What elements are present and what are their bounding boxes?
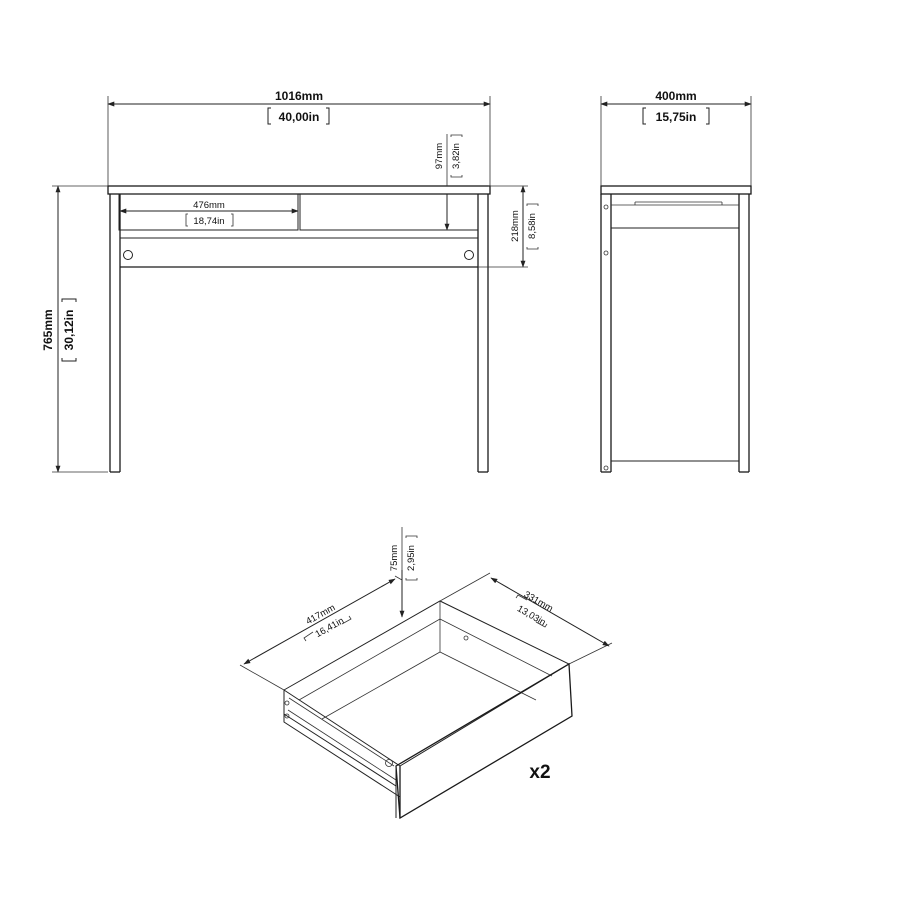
front-width-in-label: 40,00in [279, 110, 320, 124]
drawer-opening-height-in-label: 3,82in [451, 143, 462, 169]
drawer-height-dimension: 75mm 2,95in [389, 527, 418, 618]
drawer-opening-height-mm-label: 97mm [434, 143, 445, 169]
drawer-height-in-label: 2,95in [406, 545, 417, 571]
apron-height-dimension: 218mm 8,58in [478, 185, 539, 268]
apron-height-mm-label: 218mm [510, 210, 521, 242]
drawer-width-dimension: 417mm 16,41in [239, 575, 403, 691]
drawer-depth-dimension: 331mm 13,03in [439, 572, 613, 665]
front-height-dimension: 765mm 30,12in [41, 185, 108, 473]
side-depth-mm-label: 400mm [655, 89, 696, 103]
front-width-mm-label: 1016mm [275, 89, 323, 103]
drawer-opening-width-dimension: 476mm 18,74in [119, 200, 299, 227]
drawer-opening-height-dimension: 97mm 3,82in [434, 134, 463, 231]
drawer-quantity-label: x2 [529, 762, 550, 783]
drawer-opening-width-in-label: 18,74in [193, 216, 224, 227]
side-view: 400mm 15,75in [600, 89, 752, 473]
drawer-height-mm-label: 75mm [389, 545, 400, 571]
front-view: 1016mm 40,00in 765mm 30,12in 218mm 8,58i… [41, 89, 539, 473]
desk-front-outline [107, 185, 491, 473]
front-width-dimension: 1016mm 40,00in [107, 89, 491, 186]
front-height-in-label: 30,12in [62, 310, 76, 351]
desk-side-outline [600, 185, 752, 473]
front-height-mm-label: 765mm [41, 309, 55, 350]
drawer-opening-width-mm-label: 476mm [193, 200, 225, 211]
side-depth-dimension: 400mm 15,75in [600, 89, 752, 186]
apron-height-in-label: 8,58in [527, 213, 538, 239]
drawer-isometric-view: 75mm 2,95in 417mm 16,41in 331mm 13,03in … [239, 527, 613, 820]
side-depth-in-label: 15,75in [656, 110, 697, 124]
